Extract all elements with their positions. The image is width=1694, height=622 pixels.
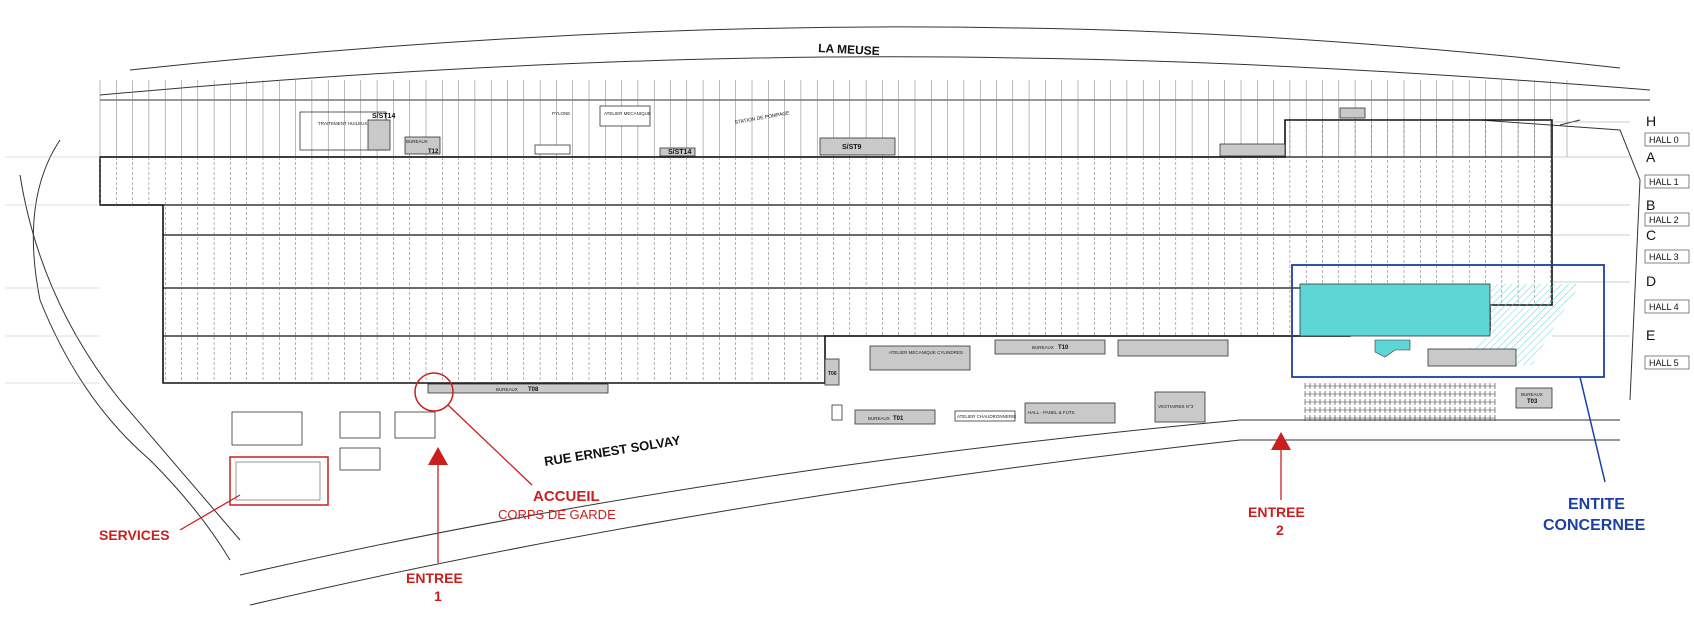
- hall-label-1: HALL 1: [1644, 174, 1690, 189]
- entree-2-title: ENTREE: [1248, 504, 1305, 520]
- label-sst9: S/ST9: [842, 144, 862, 151]
- entity-highlight: [1291, 264, 1606, 483]
- label-t08: T08: [528, 387, 539, 393]
- label-bureaux-t12: BUREAUX: [406, 139, 428, 144]
- site-boundary: [19, 119, 1641, 606]
- hall-label-text: HALL 5: [1649, 358, 1679, 368]
- entree-2-number: 2: [1276, 522, 1284, 538]
- label-atelier-chaud: ATELIER CHAUDRONNERIE: [957, 414, 1016, 419]
- street-label: RUE ERNEST SOLVAY: [543, 433, 682, 469]
- row-letter-c: C: [1646, 227, 1656, 243]
- label-bureaux-t08: BUREAUX: [496, 387, 518, 392]
- column-grid-top: [99, 80, 1568, 157]
- label-sst14-b: S/ST14: [668, 149, 691, 156]
- building-labels: S/ST14 S/ST14 S/ST9 T12 T08 T10 T01 T03 …: [318, 110, 1543, 422]
- accueil-marker: [179, 372, 533, 531]
- label-bureaux-t10: BUREAUX: [1032, 345, 1054, 350]
- label-bureaux-t01: BUREAUX: [868, 416, 890, 421]
- accueil-title: ACCUEIL: [533, 488, 600, 505]
- entree-1-number: 1: [434, 588, 442, 604]
- label-pylone: PYLONE: [552, 111, 570, 116]
- hall-label-4: HALL 4: [1644, 299, 1690, 314]
- accueil-subtitle: CORPS DE GARDE: [498, 507, 616, 522]
- row-letter-d: D: [1646, 273, 1656, 289]
- entite-line-1: ENTITE: [1568, 496, 1625, 513]
- entree-1-arrow: [428, 447, 448, 563]
- buildings: [229, 105, 1553, 506]
- label-t12: T12: [428, 149, 439, 155]
- row-labels: H A BC D E: [1646, 113, 1656, 343]
- hall-labels: HALL 0 HALL 1 HALL 2 HALL 3 HALL 4 HALL 5: [1644, 132, 1690, 370]
- label-vestiaires: VESTIAIRES N°3: [1158, 404, 1194, 409]
- label-sst14-a: S/ST14: [372, 113, 395, 120]
- hall-label-text: HALL 1: [1649, 177, 1679, 187]
- label-traitement: TRAITEMENT HUILEUX: [318, 121, 367, 126]
- services-label: SERVICES: [99, 527, 170, 543]
- row-letter-h: H: [1646, 113, 1656, 129]
- hall-label-text: HALL 3: [1649, 252, 1679, 262]
- label-bureaux-t03: BUREAUX: [1521, 392, 1543, 397]
- label-station: STATION DE POMPAGE: [734, 110, 790, 126]
- parking-area: [1304, 383, 1496, 421]
- hall-label-3: HALL 3: [1644, 249, 1690, 264]
- label-t03: T03: [1527, 399, 1538, 405]
- river-label: LA MEUSE: [818, 41, 880, 58]
- label-hall-panel: HALL - PANEL & FUTS: [1028, 410, 1075, 415]
- label-t10: T10: [1058, 345, 1069, 351]
- row-letter-e: E: [1646, 327, 1655, 343]
- hall-label-text: HALL 4: [1649, 302, 1679, 312]
- hall-label-text: HALL 0: [1649, 135, 1679, 145]
- label-t06: T06: [828, 371, 837, 377]
- entree-1-title: ENTREE: [406, 570, 463, 586]
- hall-label-2: HALL 2: [1644, 212, 1690, 227]
- river-bank: [99, 26, 1651, 101]
- hall-label-0: HALL 0: [1644, 132, 1690, 147]
- hall-label-5: HALL 5: [1644, 355, 1690, 370]
- hall-label-text: HALL 2: [1649, 215, 1679, 225]
- label-t01: T01: [893, 416, 904, 422]
- row-letter-a: A: [1646, 149, 1656, 165]
- entite-line-2: CONCERNEE: [1543, 517, 1646, 534]
- main-hall-outline: [99, 119, 1553, 384]
- label-atelier-meca-cyl: ATELIER MECANIQUE CYLINDRES: [889, 350, 963, 355]
- label-atelier-meca: ATELIER MECANIQUE: [604, 111, 651, 116]
- entree-2-arrow: [1271, 432, 1291, 500]
- row-letter-b: B: [1646, 197, 1655, 213]
